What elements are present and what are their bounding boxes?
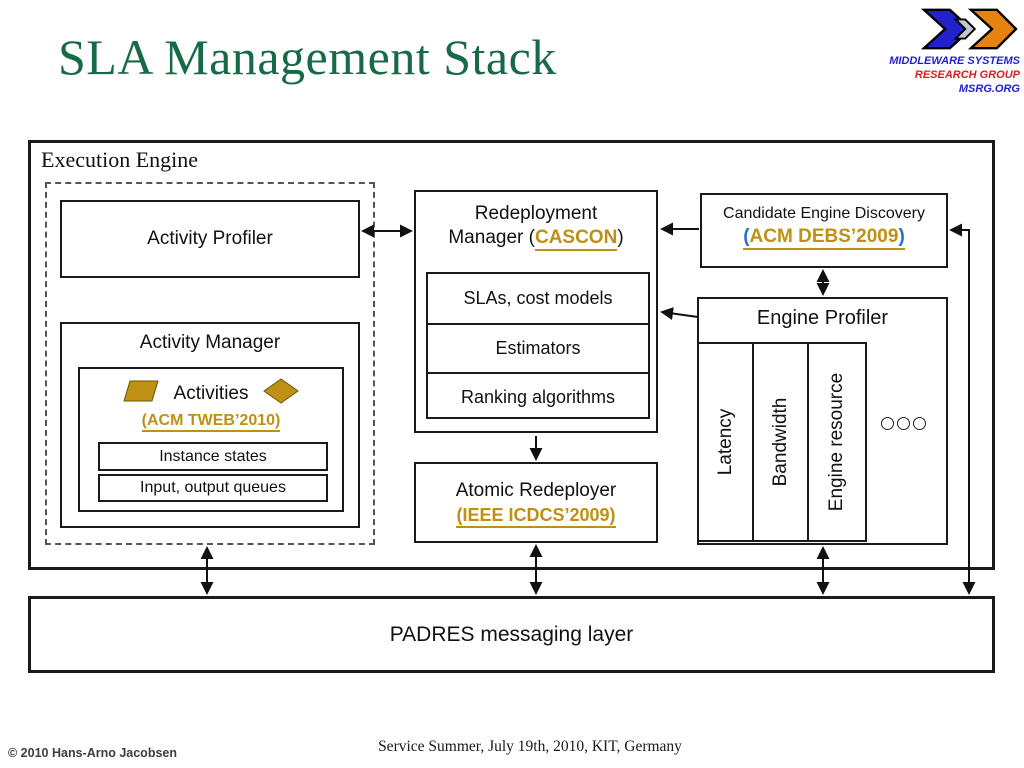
metric-bandwidth-column: Bandwidth <box>752 342 809 542</box>
acm-debs-ref: (ACM DEBS’2009) <box>702 226 946 250</box>
redeployment-manager-box: Redeployment Manager (CASCON) SLAs, cost… <box>414 190 658 433</box>
instance-states-label: Instance states <box>159 447 267 465</box>
stack-row-estimators: Estimators <box>428 323 648 372</box>
logo-line-research: RESEARCH GROUP <box>914 69 1020 81</box>
activity-manager-box: Activity Manager Activities (ACM TWEB’20… <box>60 322 360 528</box>
metric-engine-resource-label: Engine resource <box>826 372 847 512</box>
atomic-redeployer-box: Atomic Redeployer (IEEE ICDCS’2009) <box>414 462 658 543</box>
metric-bandwidth-label: Bandwidth <box>769 397 791 487</box>
stack-row-ranking: Ranking algorithms <box>428 372 648 421</box>
redeployment-manager-line2: Manager (CASCON) <box>416 226 656 251</box>
ellipsis-circles-icon <box>881 417 926 430</box>
logo-line-msrg-org[interactable]: MSRG.ORG <box>958 83 1020 95</box>
rm-stack-box: SLAs, cost models Estimators Ranking alg… <box>426 272 650 419</box>
acm-tweb-link[interactable]: (ACM TWEB’2010) <box>141 412 281 432</box>
activity-group-dashed-box <box>45 182 375 545</box>
padres-messaging-layer-box: PADRES messaging layer <box>28 596 995 673</box>
cascon-link[interactable]: CASCON <box>534 227 618 251</box>
page-title: SLA Management Stack <box>58 29 557 85</box>
ced-paren-close: ) <box>898 226 905 247</box>
stack-row-slas: SLAs, cost models <box>463 288 613 308</box>
msrg-logo: MIDDLEWARE SYSTEMS RESEARCH GROUP MSRG.O… <box>850 6 1020 96</box>
execution-engine-label: Execution Engine <box>41 147 199 172</box>
redeployment-manager-line1: Redeployment <box>474 203 598 224</box>
copyright-text: © 2010 Hans-Arno Jacobsen <box>8 746 177 760</box>
ellipsis-dot <box>913 417 926 430</box>
candidate-engine-discovery-label: Candidate Engine Discovery <box>723 205 925 222</box>
logo-line-middleware: MIDDLEWARE SYSTEMS <box>889 55 1020 67</box>
parallelogram-icon <box>122 379 160 408</box>
ellipsis-dot <box>897 417 910 430</box>
padres-label: PADRES messaging layer <box>389 622 634 646</box>
input-output-queues-box: Input, output queues <box>98 474 328 502</box>
metric-latency-column: Latency <box>697 342 754 542</box>
engine-profiler-label: Engine Profiler <box>756 307 889 329</box>
rm-line2-prefix: Manager ( <box>448 227 535 248</box>
activity-profiler-label: Activity Profiler <box>147 228 273 249</box>
activity-profiler-box: Activity Profiler <box>60 200 360 278</box>
input-output-queues-label: Input, output queues <box>140 479 286 496</box>
activities-label: Activities <box>173 382 249 404</box>
ellipsis-dot <box>881 417 894 430</box>
engine-profiler-box: Engine Profiler Latency Bandwidth Engine… <box>697 297 948 545</box>
ieee-icdcs-link[interactable]: (IEEE ICDCS’2009) <box>456 504 616 528</box>
candidate-engine-discovery-box: Candidate Engine Discovery (ACM DEBS’200… <box>700 193 948 268</box>
acm-debs-link[interactable]: ACM DEBS’2009 <box>749 226 899 247</box>
msrg-arrows-icon <box>850 6 1020 52</box>
diamond-icon <box>262 377 300 410</box>
engine-profiler-metrics: Latency Bandwidth Engine resource <box>697 342 867 542</box>
atomic-redeployer-label: Atomic Redeployer <box>455 479 617 501</box>
ced-paren-open: ( <box>743 226 750 247</box>
footer-event-text: Service Summer, July 19th, 2010, KIT, Ge… <box>378 738 682 755</box>
metric-engine-resource-column: Engine resource <box>807 342 867 542</box>
activities-box: Activities (ACM TWEB’2010) Instance stat… <box>78 367 344 512</box>
rm-line2-suffix: ) <box>617 227 624 248</box>
activity-manager-label: Activity Manager <box>139 332 281 353</box>
metric-latency-label: Latency <box>714 408 736 476</box>
instance-states-box: Instance states <box>98 442 328 471</box>
